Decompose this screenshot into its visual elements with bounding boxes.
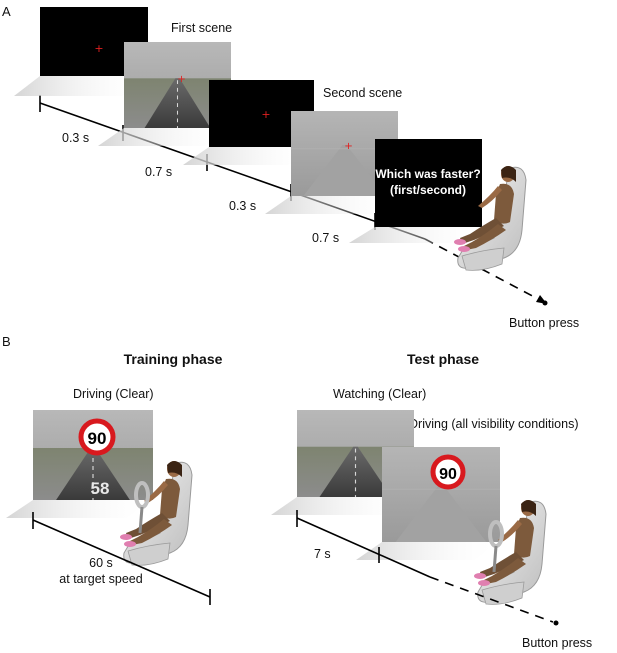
duration-label-2: 0.7 s [145, 165, 172, 179]
first-scene-label: First scene [171, 21, 232, 35]
fixation-cross-icon: + [94, 42, 103, 55]
watching-clear-label: Watching (Clear) [333, 387, 426, 401]
test-phase-title: Test phase [407, 351, 479, 367]
speed-limit-sign-icon [78, 418, 116, 456]
speed-limit-value: 90 [88, 429, 107, 448]
training-phase-title: Training phase [124, 351, 223, 367]
road-speed-number: 58 [91, 479, 110, 498]
second-scene-label: Second scene [323, 86, 402, 100]
training-duration-sub: at target speed [59, 572, 142, 586]
first-scene-screen: + [98, 42, 231, 146]
driving-clear-label: Driving (Clear) [73, 387, 154, 401]
question-line-1: Which was faster? [375, 167, 480, 181]
test-speed-limit-value: 90 [439, 466, 457, 483]
test-driving-scene-screen: 90 [356, 447, 500, 560]
button-press-label-b: Button press [522, 636, 592, 650]
svg-text:+: + [344, 141, 353, 152]
timeline-test [296, 510, 559, 626]
driving-all-label: Driving (all visibility conditions) [409, 417, 579, 431]
panel-a-label: A [2, 4, 11, 19]
speed-limit-sign-icon [430, 454, 466, 490]
svg-text:+: + [177, 74, 186, 85]
duration-label-3: 0.3 s [229, 199, 256, 213]
second-scene-screen: + [265, 111, 398, 214]
duration-label-1: 0.3 s [62, 131, 89, 145]
question-screen: Which was faster? (first/second) [349, 139, 482, 243]
fixation-cross-icon: + [261, 108, 270, 121]
timeline-training [32, 512, 211, 605]
test-duration-label: 7 s [314, 547, 331, 561]
training-scene-screen: 90 58 [6, 410, 153, 518]
fixation-screen-1: + [14, 7, 148, 96]
duration-label-4: 0.7 s [312, 231, 339, 245]
question-line-2: (first/second) [390, 183, 466, 197]
watching-scene-screen [271, 410, 414, 515]
training-duration-label: 60 s [89, 556, 113, 570]
button-press-label-a: Button press [509, 316, 579, 330]
panel-b-label: B [2, 334, 11, 349]
